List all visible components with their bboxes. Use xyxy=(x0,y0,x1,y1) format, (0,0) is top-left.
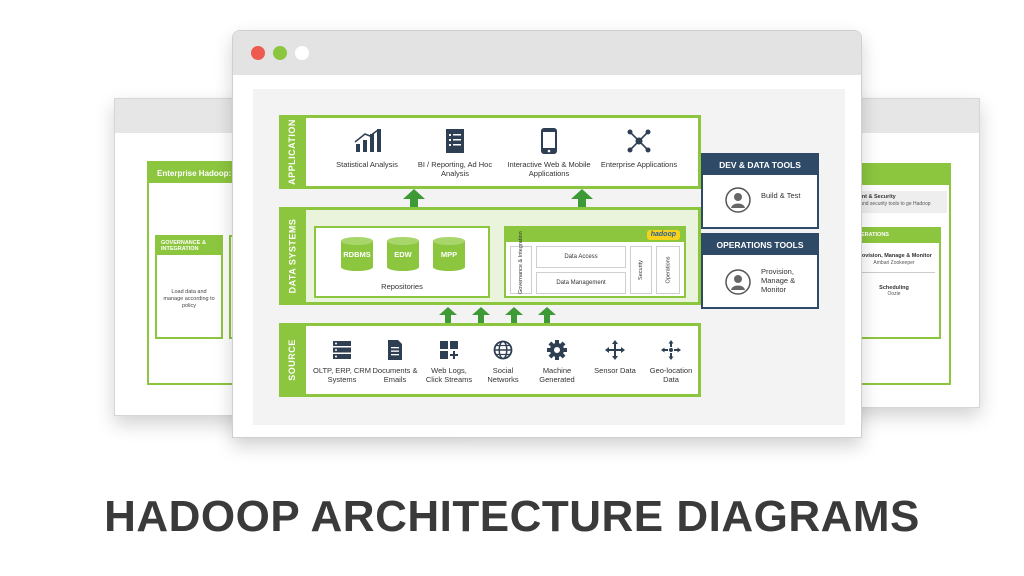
edw-cylinder: EDW xyxy=(386,236,420,272)
provision-title: Provision, Manage & Monitor xyxy=(856,253,932,259)
window-title-bar xyxy=(233,31,861,75)
management-title: nagement & Security xyxy=(841,194,896,200)
mpp-cylinder: MPP xyxy=(432,236,466,272)
operations-column: Operations xyxy=(656,246,680,294)
source-item-label: OLTP, ERP, CRM Systems xyxy=(313,366,371,384)
scheduling-text: Oozie xyxy=(887,291,901,297)
app-item-label: Interactive Web & Mobile Applications xyxy=(507,160,591,178)
app-item-label: Enterprise Applications xyxy=(600,160,678,169)
source-item-label: Machine Generated xyxy=(539,366,575,384)
application-row: Statistical Analysis BI / Reporting, Ad … xyxy=(305,115,701,189)
app-item-bi-reporting: BI / Reporting, Ad Hoc Analysis xyxy=(414,128,496,178)
management-box: nagement & Security erations and securit… xyxy=(837,191,947,213)
hadoop-box: hadoop Governance & Integration Data Acc… xyxy=(504,226,686,298)
security-column: Security xyxy=(630,246,652,294)
app-item-statistical: Statistical Analysis xyxy=(326,128,408,169)
dev-tools-label: Build & Test xyxy=(761,191,801,200)
source-item-oltp: OLTP, ERP, CRM Systems xyxy=(312,340,372,384)
governance-text: Load data and manage according to policy xyxy=(163,289,215,309)
mobile-phone-icon xyxy=(541,128,557,154)
grid-plus-icon xyxy=(440,341,458,359)
source-item-label: Sensor Data xyxy=(594,366,636,375)
user-avatar-icon xyxy=(725,187,751,213)
source-row: OLTP, ERP, CRM Systems Documents & Email… xyxy=(305,323,701,397)
source-item-label: Documents & Emails xyxy=(372,366,418,384)
operations-title: OPERATIONS xyxy=(849,229,939,243)
data-systems-label: DATA SYSTEMS xyxy=(279,207,305,305)
app-item-label: BI / Reporting, Ad Hoc Analysis xyxy=(417,160,493,178)
source-item-sensor: Sensor Data xyxy=(588,340,642,375)
document-icon xyxy=(388,340,402,360)
ops-tools-label: Provision, Manage & Monitor xyxy=(761,267,796,294)
up-arrow-icon xyxy=(439,307,457,323)
app-item-interactive-web: Interactive Web & Mobile Applications xyxy=(504,128,594,178)
data-access-box: Data Access xyxy=(536,246,626,268)
provision-text: Ambari Zookeeper xyxy=(873,260,915,266)
up-arrow-icon xyxy=(472,307,490,323)
source-item-label: Geo-location Data xyxy=(649,366,693,384)
dev-data-tools-title: DEV & DATA TOOLS xyxy=(703,155,817,175)
app-item-enterprise: Enterprise Applications xyxy=(598,128,680,169)
source-item-documents: Documents & Emails xyxy=(368,340,422,384)
governance-column: Governance & Integration xyxy=(510,231,532,294)
source-item-label: Social Networks xyxy=(487,366,519,384)
repositories-label: Repositories xyxy=(381,282,423,291)
panel-header xyxy=(835,165,949,185)
source-item-geolocation: Geo-location Data xyxy=(642,340,700,384)
governance-panel: GOVERNANCE & INTEGRATION Load data and m… xyxy=(155,235,223,339)
source-item-social: Social Networks xyxy=(478,340,528,384)
operations-tools-box: OPERATIONS TOOLS Provision, Manage & Mon… xyxy=(701,233,819,309)
source-item-weblogs: Web Logs, Click Streams xyxy=(422,340,476,384)
source-item-label: Web Logs, Click Streams xyxy=(425,366,473,384)
scheduling-title: Scheduling xyxy=(879,285,909,291)
window-minimize-button[interactable] xyxy=(273,46,287,60)
up-arrow-icon xyxy=(538,307,556,323)
network-nodes-icon xyxy=(627,129,651,153)
move-arrows-icon xyxy=(605,340,625,360)
bar-chart-icon xyxy=(354,129,381,152)
repositories-box: RDBMS EDW MPP Repositories xyxy=(314,226,490,298)
page-title: HADOOP ARCHITECTURE DIAGRAMS xyxy=(104,492,920,541)
application-label: APPLICATION xyxy=(279,115,305,189)
data-management-box: Data Management xyxy=(536,272,626,294)
report-document-icon xyxy=(446,129,464,153)
source-label: SOURCE xyxy=(279,323,305,397)
hadoop-header: hadoop xyxy=(506,228,684,242)
operations-tools-title: OPERATIONS TOOLS xyxy=(703,235,817,255)
dev-data-tools-box: DEV & DATA TOOLS Build & Test xyxy=(701,153,819,229)
server-stack-icon xyxy=(333,341,351,359)
gear-icon xyxy=(547,340,567,360)
up-arrow-icon xyxy=(505,307,523,323)
window-close-button[interactable] xyxy=(251,46,265,60)
front-browser-window: APPLICATION Statistical Analysis BI / Re… xyxy=(232,30,862,438)
window-maximize-button[interactable] xyxy=(295,46,309,60)
rdbms-cylinder: RDBMS xyxy=(340,236,374,272)
data-systems-row: RDBMS EDW MPP Repositories hadoop Govern… xyxy=(305,207,701,305)
governance-title: GOVERNANCE & INTEGRATION xyxy=(157,237,221,255)
hadoop-logo: hadoop xyxy=(646,230,680,240)
globe-icon xyxy=(493,340,513,360)
management-text: erations and security tools to ge Hadoop xyxy=(841,201,931,207)
source-item-machine: Machine Generated xyxy=(530,340,584,384)
user-avatar-icon xyxy=(725,269,751,295)
app-item-label: Statistical Analysis xyxy=(336,160,398,169)
target-arrows-icon xyxy=(661,340,681,360)
